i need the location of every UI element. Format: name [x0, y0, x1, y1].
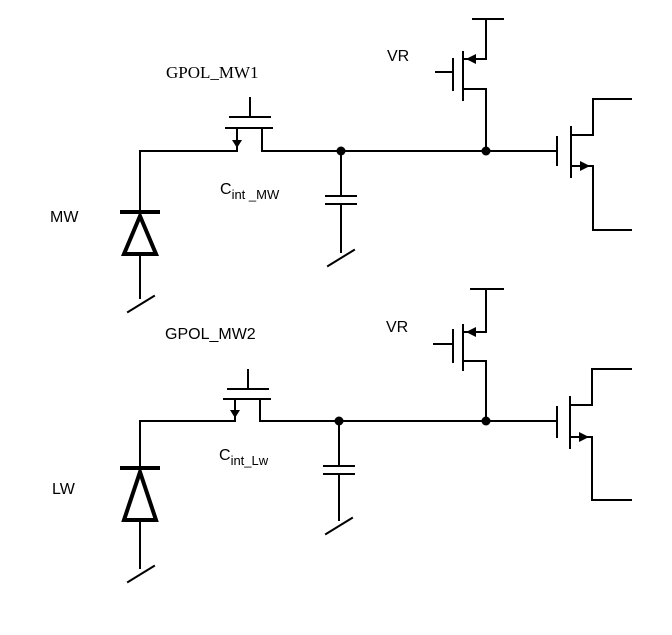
transfer-transistor-mw2	[223, 369, 271, 422]
label-gpol-mw2: GPOL_MW2	[165, 326, 256, 343]
reset-transistor-lw	[433, 288, 504, 422]
label-cint-lw: Cint_Lw	[219, 447, 269, 468]
label-lw: LW	[52, 481, 76, 498]
label-vr-bottom: VR	[386, 319, 408, 336]
label-mw: MW	[50, 209, 79, 226]
photodiode-mw	[120, 150, 160, 314]
transfer-transistor-mw1	[225, 97, 273, 152]
reset-transistor-mw	[435, 18, 504, 152]
label-vr-top: VR	[387, 48, 409, 65]
stage-mw: GPOL_MW1 VR MW Cint _MW	[50, 18, 632, 314]
photodiode-lw	[120, 420, 160, 584]
stage-lw: GPOL_MW2 VR LW Cint_Lw	[52, 288, 632, 584]
capacitor-cint-lw	[323, 420, 355, 536]
label-gpol-mw1: GPOL_MW1	[166, 63, 259, 82]
capacitor-cint-mw	[325, 150, 357, 268]
source-follower-mw	[556, 98, 632, 231]
source-follower-lw	[556, 368, 632, 501]
label-cint-mw: Cint _MW	[220, 181, 280, 202]
